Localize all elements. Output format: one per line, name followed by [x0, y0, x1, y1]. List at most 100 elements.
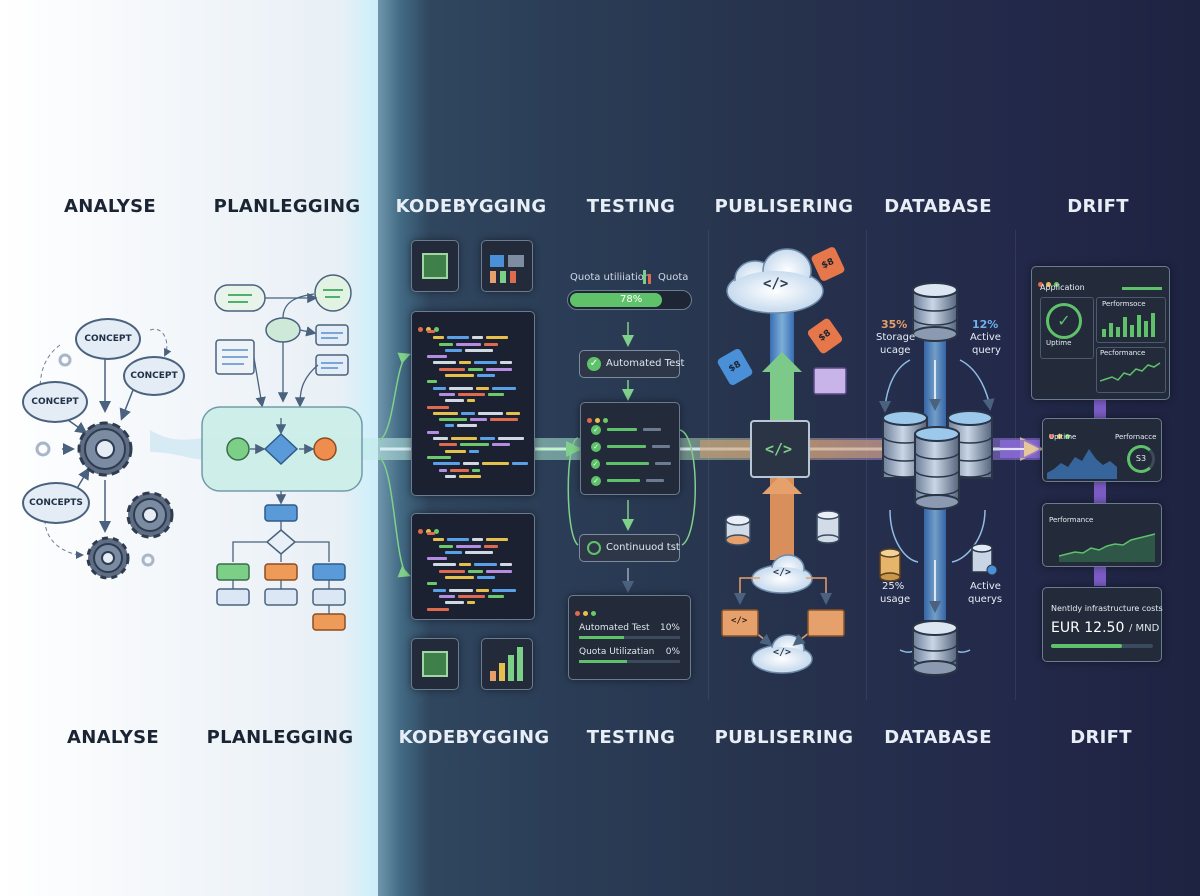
performance-bar [1137, 315, 1141, 337]
stage-label-database: DATABASE [884, 727, 992, 748]
mini-bar-icon [643, 270, 646, 284]
code-line [420, 392, 528, 396]
code-line [420, 601, 528, 605]
publishing-section [700, 248, 882, 674]
code-line [420, 336, 528, 340]
uptime-label: Upltime [1049, 433, 1077, 441]
test-check-row: ✓ [591, 421, 671, 438]
stage-label-planlegging: PLANLEGGING [213, 196, 361, 217]
stage-label-drift: DRIFT [1070, 727, 1132, 748]
performance-label: Performance [1049, 516, 1094, 524]
code-line [420, 569, 528, 573]
stage-label-kodebygging: KODEBYGGING [395, 196, 547, 217]
code-line [420, 563, 528, 567]
code-line [420, 374, 528, 378]
concept-bubble: CONCEPT [22, 381, 88, 423]
code-branch-arrows [379, 352, 411, 578]
performance-bar [1123, 317, 1127, 337]
quota-progress-bar: 78% [567, 290, 692, 310]
stage-label-testing: TESTING [586, 727, 676, 748]
testing-arrows [567, 322, 696, 593]
cost-value: EUR 12.50 [1051, 620, 1125, 636]
quota-utilization-metric-value: 0% [665, 647, 680, 657]
performance-label: Performsoce [1102, 300, 1146, 308]
code-line [420, 468, 528, 472]
cycle-icon [587, 541, 601, 555]
code-line [420, 576, 528, 580]
stage-label-publisering: PUBLISERING [714, 727, 854, 748]
code-editor-window [411, 311, 535, 496]
storage-percent: 35% [881, 318, 908, 331]
code-line [420, 424, 528, 428]
code-line [420, 355, 528, 359]
chip-icon-tile [411, 638, 459, 690]
code-line [420, 594, 528, 598]
code-editor-window [411, 513, 535, 620]
chip-icon-tile [411, 240, 459, 292]
code-line [420, 437, 528, 441]
check-icon: ✓ [587, 357, 601, 371]
code-line [420, 455, 528, 459]
dashboard-icon-tile [481, 240, 533, 292]
code-line [420, 399, 528, 403]
quota-utilization-metric-label: Quota Utilizatian [579, 647, 655, 657]
column-divider [866, 230, 867, 700]
usage-percent: 25% [882, 581, 905, 592]
code-icon: </> [731, 616, 748, 626]
concept-bubble: CONCEPTS [22, 482, 90, 524]
stage-label-publisering: PUBLISERING [714, 196, 854, 217]
code-line [420, 330, 528, 333]
performance-bar [1151, 313, 1155, 337]
cost-dashboard: Nentldy infrastructure costs EUR 12.50 /… [1042, 587, 1163, 662]
code-line [420, 474, 528, 478]
check-icon: ✓ [591, 475, 601, 486]
code-line [420, 361, 528, 365]
uptime-dashboard: Upltime Perfornacce S3 [1042, 418, 1162, 482]
test-metrics-panel: Automated Test 10% Quota Utilizatian 0% [568, 595, 691, 680]
test-check-row: ✓ [591, 438, 671, 455]
continuous-test-label: Continuuod tst [606, 542, 680, 553]
code-line [420, 405, 528, 409]
code-line [420, 588, 528, 592]
quota-label-short: Quota [658, 272, 689, 283]
stage-label-testing: TESTING [586, 196, 676, 217]
code-line [420, 380, 528, 384]
test-checklist-window: ✓✓✓✓ [580, 402, 680, 495]
code-line [420, 550, 528, 554]
database-cluster [879, 282, 998, 676]
performance-dashboard: Performance [1042, 503, 1162, 567]
usage-label: usage [880, 594, 911, 605]
performance-area-chart [1059, 533, 1156, 562]
performance-label: Pecformance [1100, 349, 1146, 357]
concept-bubble: CONCEPT [123, 356, 185, 396]
stage-label-kodebygging: KODEBYGGING [398, 727, 550, 748]
performance-bar [1102, 329, 1106, 337]
drift-connectors [1000, 400, 1106, 586]
quota-label: Quota utiliiation [570, 272, 651, 283]
code-line [420, 544, 528, 548]
code-line [420, 538, 528, 542]
code-line [420, 462, 528, 466]
performance-label: Perfornacce [1115, 433, 1157, 441]
gauge-icon: S3 [1127, 445, 1155, 473]
cost-unit: / MND [1129, 623, 1160, 634]
check-icon: ✓ [591, 441, 601, 452]
code-line [420, 342, 528, 346]
code-line [420, 411, 528, 415]
planning-flowchart [201, 274, 363, 631]
stage-label-analyse: ANALYSE [64, 196, 156, 217]
check-icon: ✓ [591, 424, 601, 435]
active-query-label: query [972, 345, 1001, 356]
stage-label-database: DATABASE [884, 196, 992, 217]
automated-test-node: ✓ Automated Test [579, 350, 684, 378]
code-line [420, 557, 528, 561]
column-divider [1015, 230, 1016, 700]
code-line [420, 367, 528, 371]
active-queries-label: Active [970, 581, 1001, 592]
uptime-area-chart [1047, 449, 1117, 479]
performance-bar [1116, 327, 1120, 337]
performance-bar [1130, 325, 1134, 337]
automated-test-label: Automated Test [606, 358, 685, 369]
stage-label-drift: DRIFT [1067, 196, 1129, 217]
active-query-percent: 12% [972, 318, 999, 331]
